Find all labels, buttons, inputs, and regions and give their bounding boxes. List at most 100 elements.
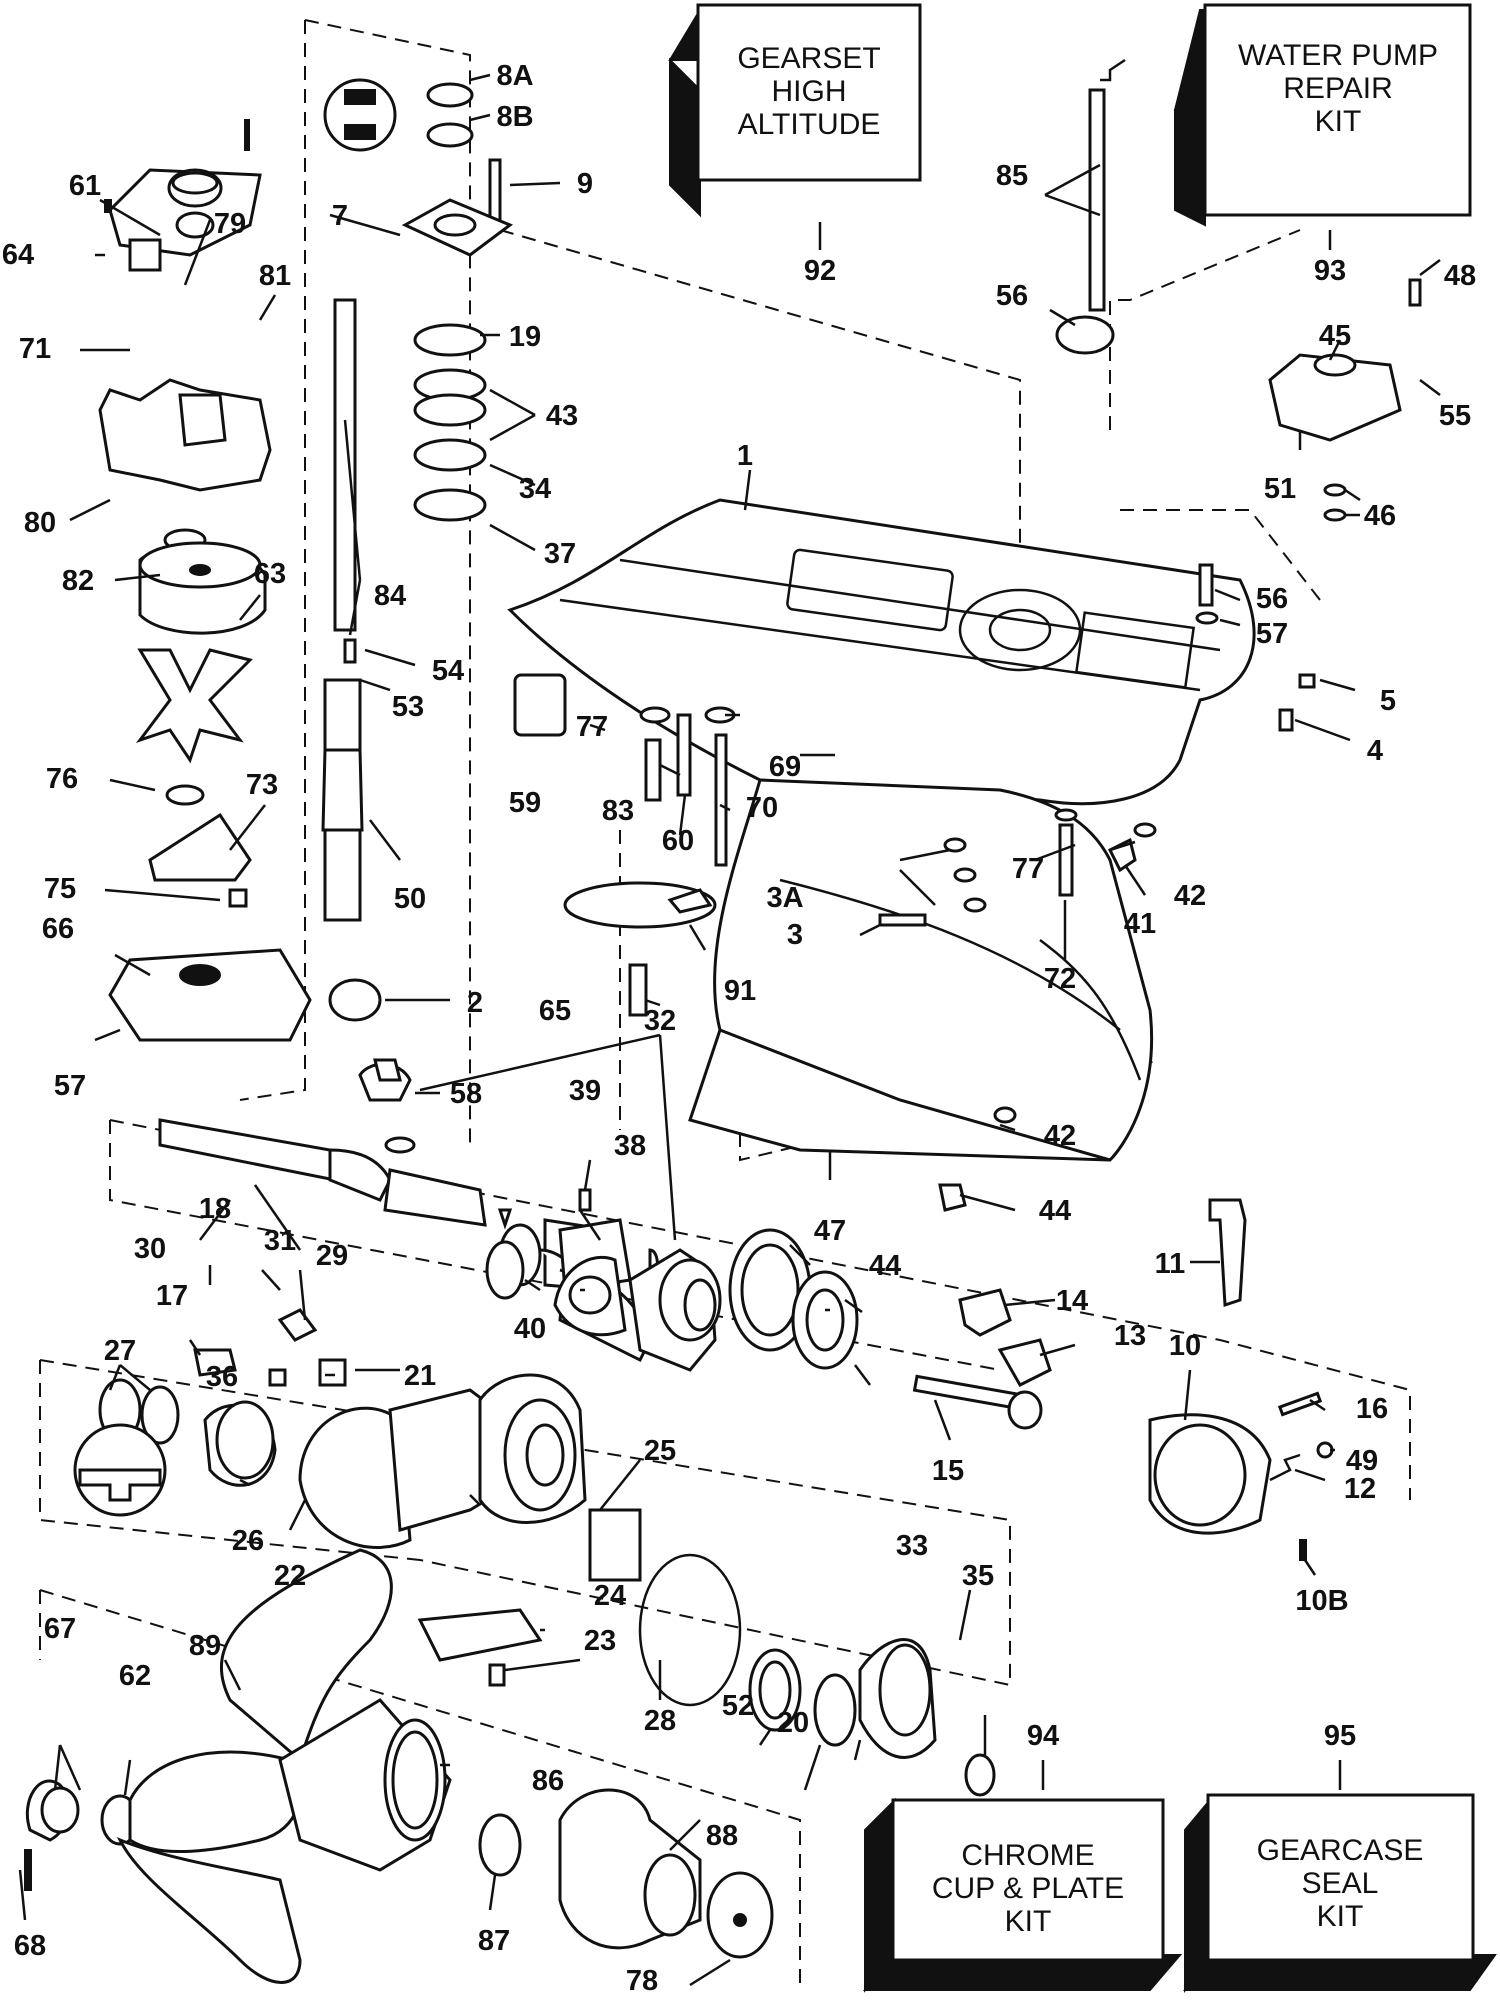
label-53: 53 xyxy=(392,691,424,723)
label-70: 70 xyxy=(746,792,778,824)
kit-gearset-line-1: GEARSET xyxy=(737,42,880,75)
kit-gearcase-seal-line-3: KIT xyxy=(1317,1900,1364,1933)
label-63: 63 xyxy=(254,558,286,590)
label-10B: 10B xyxy=(1295,1585,1348,1617)
label-50: 50 xyxy=(394,883,426,915)
label-16: 16 xyxy=(1356,1393,1388,1425)
water-pump-parts xyxy=(98,119,312,1042)
label-80: 80 xyxy=(24,507,56,539)
kit-chrome-cup-line-2: CUP & PLATE xyxy=(932,1872,1124,1905)
label-3A: 3A xyxy=(766,882,803,914)
label-56a: 56 xyxy=(996,280,1028,312)
label-48: 48 xyxy=(1444,260,1476,292)
label-46: 46 xyxy=(1364,500,1396,532)
label-65: 65 xyxy=(539,995,571,1027)
label-32: 32 xyxy=(644,1005,676,1037)
label-87: 87 xyxy=(478,1925,510,1957)
label-51: 51 xyxy=(1264,473,1296,505)
kit-water-pump-line-1: WATER PUMP xyxy=(1238,39,1438,72)
label-68: 68 xyxy=(14,1930,46,1962)
label-24: 24 xyxy=(594,1580,626,1612)
label-77b: 77 xyxy=(1012,853,1044,885)
label-83: 83 xyxy=(602,795,634,827)
label-44a: 44 xyxy=(1039,1195,1071,1227)
label-42b: 42 xyxy=(1044,1120,1076,1152)
gearcase-housing xyxy=(507,498,1256,1162)
kit-water-pump-line-3: KIT xyxy=(1315,105,1362,138)
label-85: 85 xyxy=(996,160,1028,192)
label-84: 84 xyxy=(374,580,406,612)
label-62: 62 xyxy=(119,1660,151,1692)
bearing-carrier-parts xyxy=(73,1308,996,1797)
label-8A: 8A xyxy=(496,60,533,92)
label-79: 79 xyxy=(214,208,246,240)
kit-box-gearset: GEARSET HIGH ALTITUDE 92 xyxy=(668,3,922,287)
label-58: 58 xyxy=(450,1078,482,1110)
label-20: 20 xyxy=(777,1707,809,1739)
label-44b: 44 xyxy=(869,1250,901,1282)
label-57b: 57 xyxy=(1256,618,1288,650)
label-23: 23 xyxy=(584,1625,616,1657)
label-17: 17 xyxy=(156,1280,188,1312)
label-33: 33 xyxy=(896,1530,928,1562)
label-69: 69 xyxy=(769,751,801,783)
label-52: 52 xyxy=(722,1690,754,1722)
label-8B: 8B xyxy=(496,101,533,133)
label-29: 29 xyxy=(316,1240,348,1272)
label-77a: 77 xyxy=(576,711,608,743)
label-40: 40 xyxy=(514,1313,546,1345)
label-12: 12 xyxy=(1344,1473,1376,1505)
label-54: 54 xyxy=(432,655,464,687)
propshaft-and-gears xyxy=(158,1118,859,1372)
label-76: 76 xyxy=(46,763,78,795)
label-9: 9 xyxy=(577,168,593,200)
label-59: 59 xyxy=(509,787,541,819)
kit-water-pump-line-2: REPAIR xyxy=(1283,72,1392,105)
callout-leader-lines xyxy=(18,73,1441,1987)
label-82: 82 xyxy=(62,565,94,597)
label-41: 41 xyxy=(1124,908,1156,940)
label-75: 75 xyxy=(44,873,76,905)
label-78: 78 xyxy=(626,1965,658,1997)
label-66: 66 xyxy=(42,913,74,945)
label-39: 39 xyxy=(569,1075,601,1107)
kit-chrome-cup-line-3: KIT xyxy=(1005,1905,1052,1938)
label-56b: 56 xyxy=(1256,583,1288,615)
label-89: 89 xyxy=(189,1630,221,1662)
label-72: 72 xyxy=(1044,963,1076,995)
kit-gearset-line-3: ALTITUDE xyxy=(738,108,881,141)
driveshaft-parts xyxy=(321,78,513,1154)
label-11: 11 xyxy=(1155,1248,1186,1280)
label-86: 86 xyxy=(532,1765,564,1797)
label-36: 36 xyxy=(206,1361,238,1393)
part-number-labels: 1 2 3 3A 4 5 7 8A 8B 9 10 10B 11 12 13 1… xyxy=(2,60,1476,1997)
label-25: 25 xyxy=(644,1435,676,1467)
label-92: 92 xyxy=(804,255,836,287)
label-15: 15 xyxy=(932,1455,964,1487)
label-73: 73 xyxy=(246,769,278,801)
label-14: 14 xyxy=(1056,1285,1088,1317)
kit-box-water-pump: WATER PUMP REPAIR KIT 93 xyxy=(1173,3,1472,287)
label-22: 22 xyxy=(274,1560,306,1592)
label-94: 94 xyxy=(1027,1720,1059,1752)
label-61: 61 xyxy=(69,170,101,202)
label-26: 26 xyxy=(232,1525,264,1557)
label-49: 49 xyxy=(1346,1445,1378,1477)
top-right-parts xyxy=(1055,58,1422,732)
label-47: 47 xyxy=(814,1215,846,1247)
label-28: 28 xyxy=(644,1705,676,1737)
label-37: 37 xyxy=(544,538,576,570)
label-7: 7 xyxy=(332,200,348,232)
label-3: 3 xyxy=(787,919,803,951)
label-38: 38 xyxy=(614,1130,646,1162)
label-21: 21 xyxy=(404,1360,436,1392)
kit-gearcase-seal-line-2: SEAL xyxy=(1302,1867,1379,1900)
kit-box-gearcase-seal: GEARCASE SEAL KIT 95 xyxy=(1183,1720,1497,1994)
label-64: 64 xyxy=(2,239,34,271)
label-43: 43 xyxy=(546,400,578,432)
label-88: 88 xyxy=(706,1820,738,1852)
label-34: 34 xyxy=(519,473,551,505)
label-71: 71 xyxy=(19,333,51,365)
label-31: 31 xyxy=(264,1225,296,1257)
label-57a: 57 xyxy=(54,1070,86,1102)
